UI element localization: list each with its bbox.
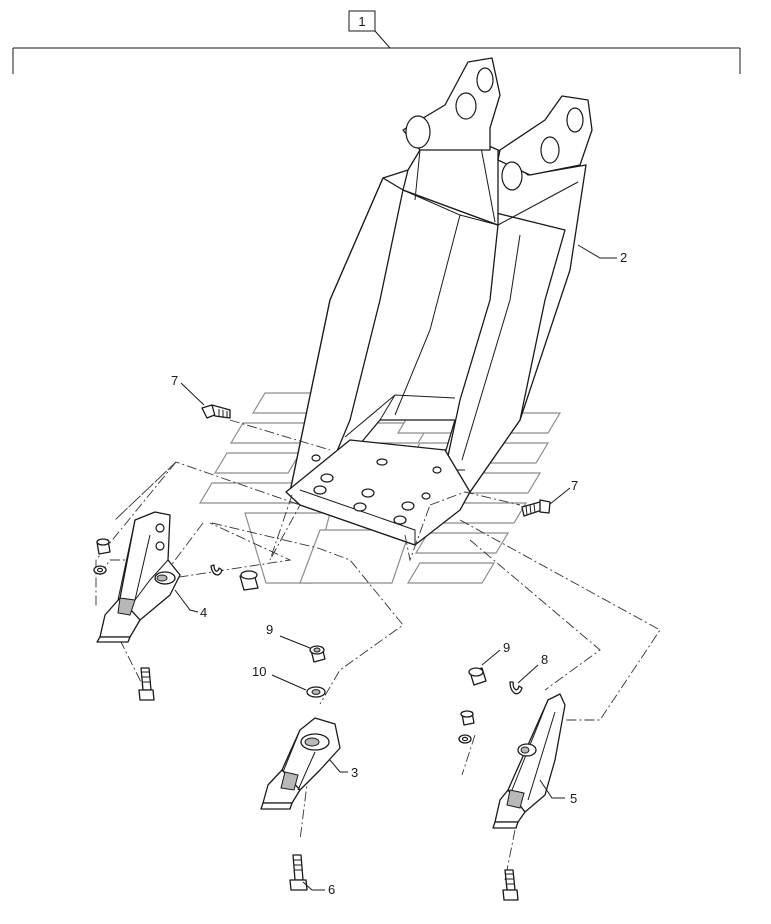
bucket (285, 57, 593, 546)
assembly-bracket: 1 (12, 10, 741, 74)
tooth-right-leader (539, 779, 565, 799)
assembly-label-box (348, 10, 376, 32)
callout-retainer: 8 (541, 652, 548, 667)
retainer-right (509, 681, 523, 695)
nut-left (93, 538, 111, 575)
callout-washer: 10 (252, 664, 266, 679)
callout-bucket: 2 (620, 250, 627, 265)
callout-bolt-right: 7 (571, 478, 578, 493)
nut-right-leader (481, 649, 501, 666)
assembly-bracket-line (12, 30, 741, 74)
tooth-center-leader (329, 759, 348, 773)
bolt-right (521, 499, 551, 517)
callout-tooth-left: 4 (200, 605, 207, 620)
callout-tooth-center: 3 (351, 765, 358, 780)
bolt-long-leader (302, 881, 325, 891)
nut-right (468, 667, 487, 686)
bolt-left-leader (180, 382, 205, 406)
washer-leader (271, 674, 307, 691)
retainer-left (210, 564, 259, 591)
bolt-left-lower (138, 667, 155, 701)
tooth-left-leader (174, 589, 199, 613)
bolt-left (201, 404, 231, 419)
callout-tooth-right: 5 (570, 791, 577, 806)
bolt-right-leader (549, 487, 571, 505)
washer-center (306, 686, 326, 698)
bolt-right-lower (502, 869, 519, 901)
assembly-label: 1 (358, 14, 365, 29)
callout-bolt-long: 6 (328, 882, 335, 897)
bolt-long (289, 854, 308, 891)
tooth-left (96, 511, 181, 643)
callout-nut-center: 9 (266, 622, 273, 637)
nut-center-leader (279, 635, 311, 649)
bucket-leader (577, 244, 617, 259)
retainer-leader (517, 664, 539, 684)
nut-center (309, 645, 326, 663)
callout-nut-right: 9 (503, 640, 510, 655)
nut-right-small (458, 710, 475, 744)
alignment-lines (95, 419, 661, 881)
tooth-center (260, 717, 341, 810)
tooth-right (492, 693, 566, 829)
callout-bolt-left: 7 (171, 373, 178, 388)
